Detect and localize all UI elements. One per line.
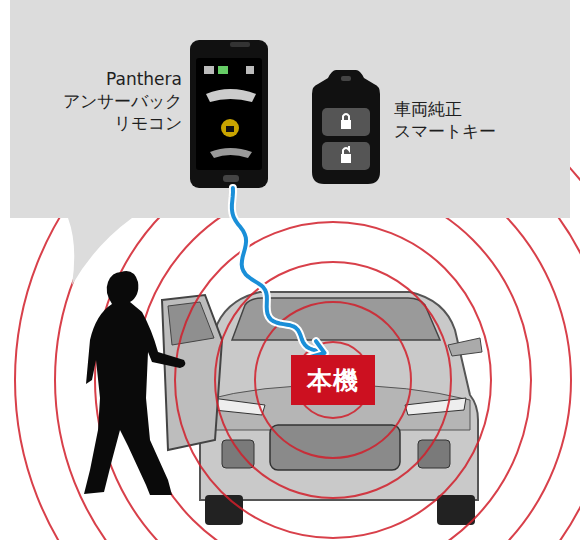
signal-ring (135, 182, 531, 540)
device-node: 車両純正 スマートキー (312, 70, 380, 184)
signal-ring (175, 222, 491, 538)
device-label: 車両純正 スマートキー (394, 98, 524, 142)
device-node: Panthera アンサーバック リモコン (190, 40, 268, 188)
signal-ring (215, 262, 451, 498)
signal-arrow (232, 188, 325, 357)
device-label: Panthera アンサーバック リモコン (54, 68, 182, 134)
callout-panel (10, 0, 570, 285)
smart-key (312, 70, 380, 184)
person-silhouette (84, 271, 185, 495)
car (162, 292, 482, 525)
main-unit-box: 本機 (291, 355, 375, 405)
remote-device (190, 40, 268, 188)
main-unit-label: 本機 (307, 364, 359, 397)
